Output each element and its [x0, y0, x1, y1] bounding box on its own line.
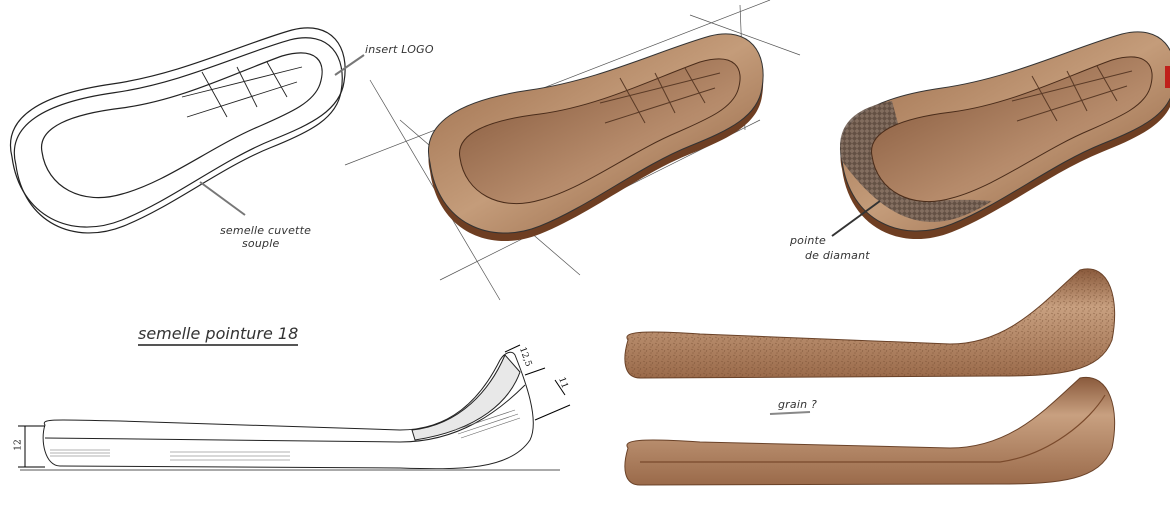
dim-heel: 12 — [13, 439, 24, 451]
diamond-texture-sole-render — [831, 31, 1170, 240]
outline-sole-sketch — [9, 27, 365, 234]
profile-title: semelle pointure 18 — [138, 324, 299, 346]
logo-tag — [1165, 66, 1170, 88]
smooth-profile-bottom — [624, 376, 1116, 486]
leather-sole-render — [344, 0, 801, 301]
label-diamond-line2: de diamant — [805, 249, 870, 262]
label-sole-cup-line2: souple — [242, 237, 280, 250]
textured-profile-top — [624, 268, 1116, 379]
label-sole-cup-line1: semelle cuvette — [220, 224, 312, 237]
label-insert-logo: insert LOGO — [365, 43, 434, 56]
sole-profile-drawing — [18, 344, 571, 471]
label-grain: grain ? — [778, 398, 818, 411]
label-diamond-line1: pointe — [790, 234, 827, 247]
